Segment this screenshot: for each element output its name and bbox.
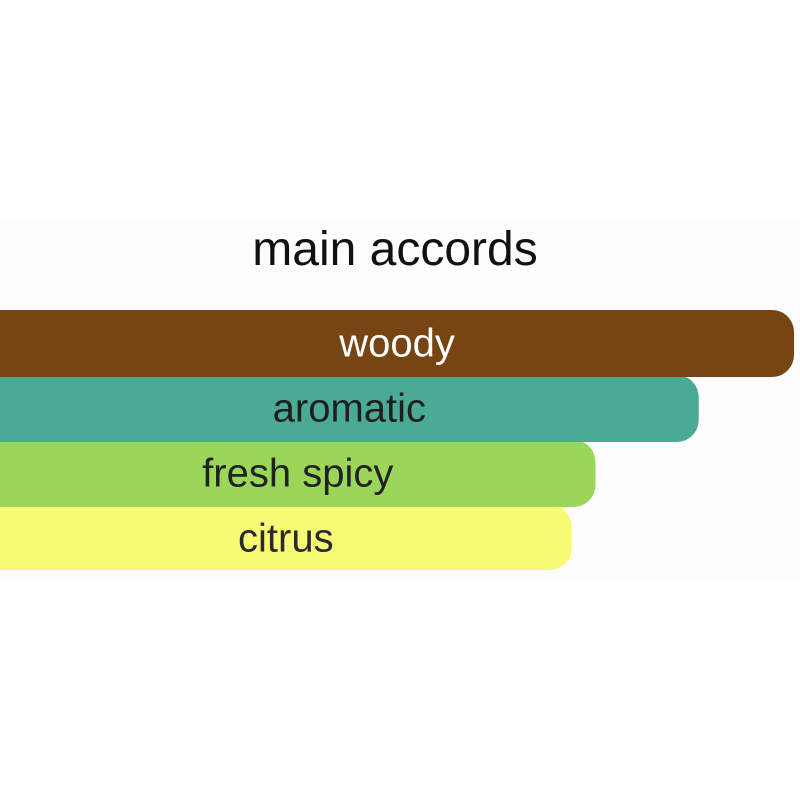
accord-bar-fresh-spicy bbox=[0, 440, 596, 507]
accord-bar-aromatic bbox=[0, 375, 699, 442]
accord-label-woody: woody bbox=[338, 322, 455, 366]
accord-bar-group-citrus: citrus bbox=[0, 505, 572, 570]
chart-title: main accords bbox=[252, 223, 538, 276]
accord-bar-woody bbox=[0, 310, 794, 377]
accord-label-citrus: citrus bbox=[238, 517, 334, 561]
accord-label-aromatic: aromatic bbox=[273, 387, 426, 431]
accord-bar-group-aromatic: aromatic bbox=[0, 375, 699, 442]
accord-label-fresh-spicy: fresh spicy bbox=[202, 452, 393, 496]
accord-bar-group-woody: woody bbox=[0, 310, 794, 377]
accord-bar-group-fresh-spicy: fresh spicy bbox=[0, 440, 596, 507]
accord-bar-citrus bbox=[0, 505, 572, 570]
